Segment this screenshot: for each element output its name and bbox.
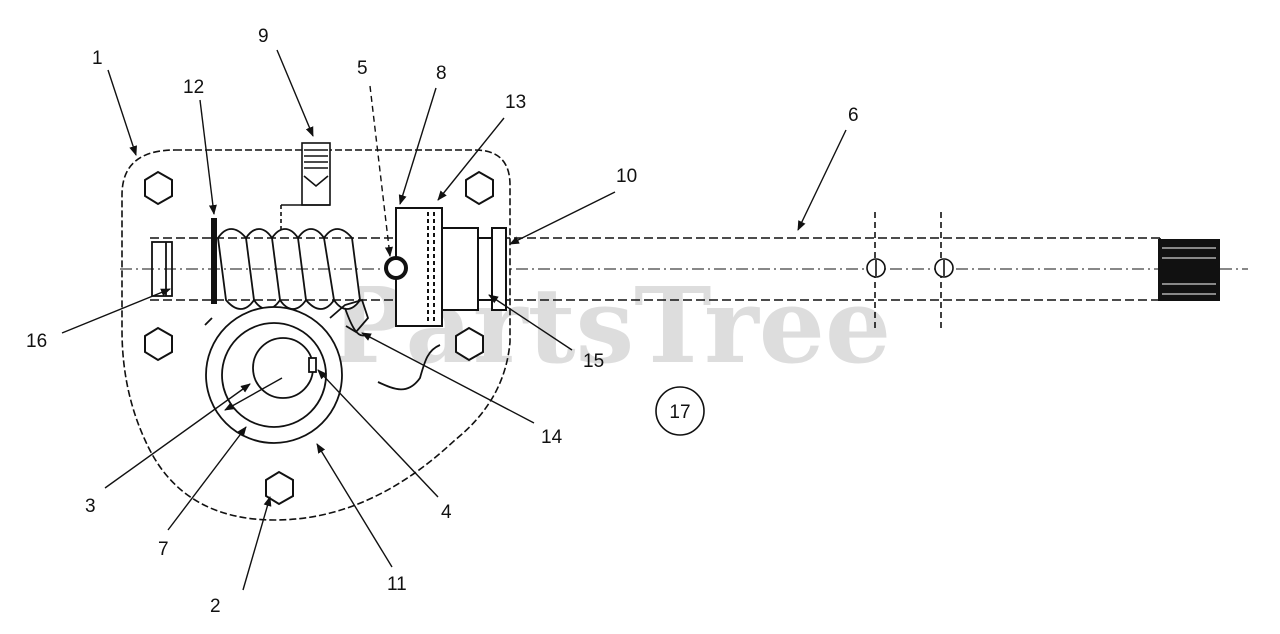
callout-13: 13 (505, 92, 526, 113)
callout-15: 15 (583, 351, 604, 372)
callout-17-circle (655, 386, 705, 436)
worm-gear (151, 218, 361, 310)
callout-5: 5 (357, 58, 368, 79)
callout-14: 14 (541, 427, 563, 448)
callout-12: 12 (183, 77, 204, 98)
callout-4: 4 (441, 502, 452, 523)
callout-2: 2 (210, 596, 221, 617)
steering-shaft (120, 212, 1248, 330)
callout-17: 17 (669, 402, 690, 423)
callout-11: 11 (387, 574, 407, 595)
callout-labels: 1 2 3 4 5 6 7 8 9 10 11 12 13 14 15 16 1… (26, 26, 859, 617)
callout-9: 9 (258, 26, 269, 47)
callout-6: 6 (848, 105, 859, 126)
grease-fitting (280, 142, 331, 232)
callout-3: 3 (85, 496, 96, 517)
ball (384, 256, 408, 280)
callout-10: 10 (616, 166, 637, 187)
leader-lines (61, 49, 847, 591)
callout-16: 16 (26, 331, 47, 352)
callout-1: 1 (92, 48, 103, 69)
splined-end (1158, 239, 1220, 301)
callout-8: 8 (436, 63, 447, 84)
callout-7: 7 (158, 539, 169, 560)
sector-gear (204, 298, 441, 444)
housing-plate (121, 149, 511, 521)
mounting-bolts (144, 170, 494, 506)
